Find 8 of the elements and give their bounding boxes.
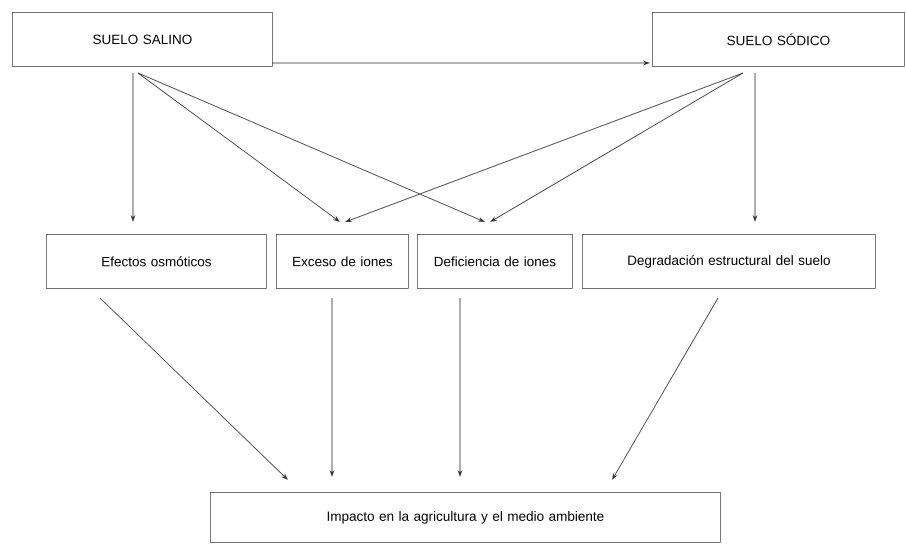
process-box: SUELO SALINO <box>12 12 273 67</box>
process-box: SUELO SÓDICO <box>652 12 905 67</box>
process-box: Degradación estructural del suelo <box>582 234 876 289</box>
process-box: Deficiencia de iones <box>417 234 573 289</box>
arrow <box>100 298 288 480</box>
process-box: Efectos osmóticos <box>46 234 267 289</box>
process-box: Impacto en la agricultura y el medio ambiente <box>210 492 721 543</box>
process-box: Exceso de iones <box>276 234 409 289</box>
